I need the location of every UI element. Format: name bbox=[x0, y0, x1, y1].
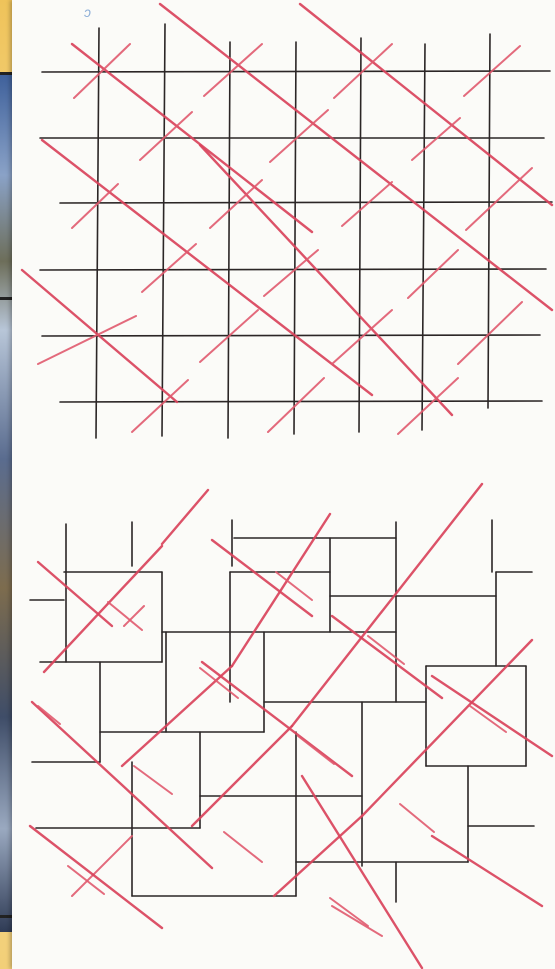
red-diagonals-ascending bbox=[44, 484, 532, 896]
block-pattern-figure bbox=[12, 476, 555, 969]
red-diagonals-descending bbox=[22, 4, 552, 415]
square-grid-drawing bbox=[12, 0, 555, 460]
block-pattern-drawing bbox=[12, 476, 555, 969]
square-grid-figure bbox=[12, 0, 555, 460]
paper-sheet: ɔ bbox=[12, 0, 555, 969]
red-cross-marks bbox=[38, 572, 506, 926]
grid-vertical-lines bbox=[96, 24, 490, 438]
